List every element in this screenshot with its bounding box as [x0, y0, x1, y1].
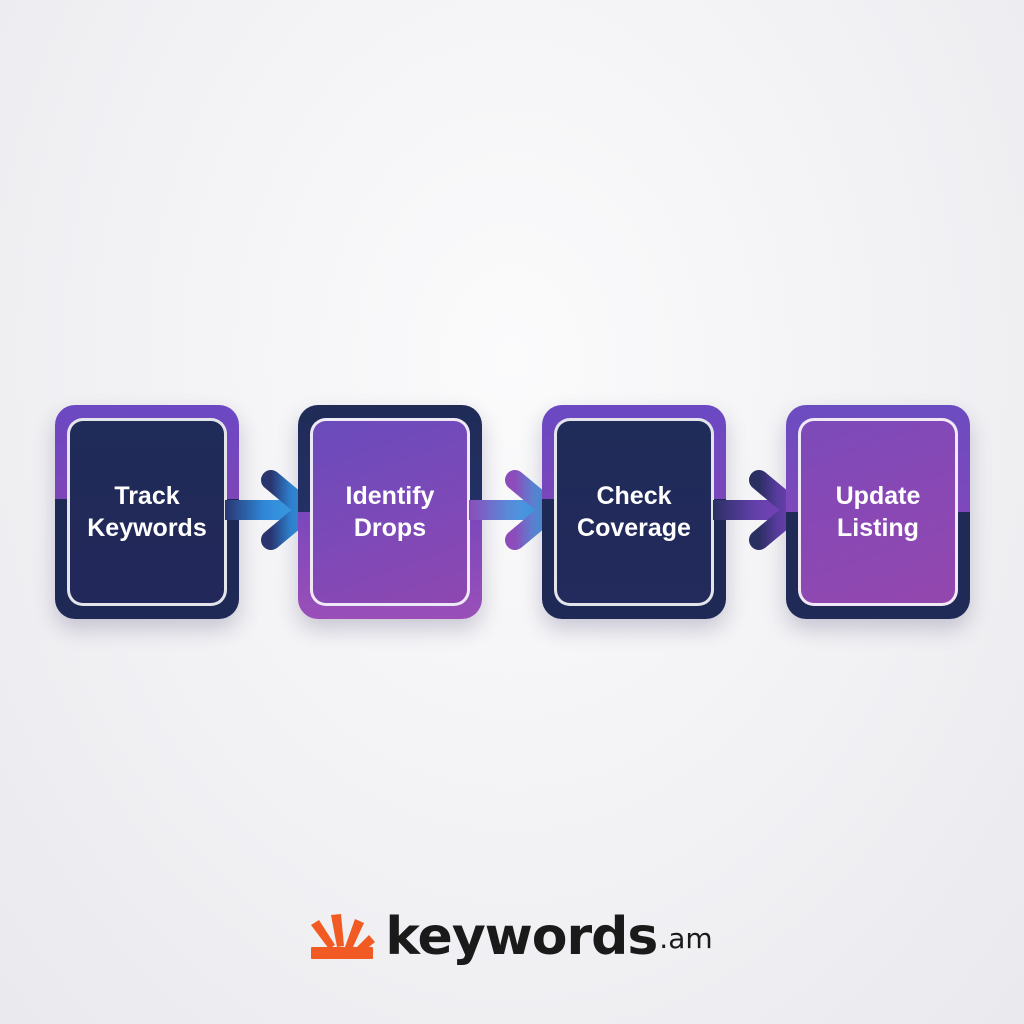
step-check-coverage: Check Coverage: [542, 405, 726, 619]
step-label: Check Coverage: [577, 480, 691, 544]
brand-logo: keywords .am: [0, 895, 1024, 967]
step-label-line-1: Update: [835, 482, 921, 510]
step-label: Identify Drops: [346, 480, 435, 544]
step-label-line-1: Identify: [345, 482, 435, 510]
step-label-line-2: Coverage: [577, 514, 691, 542]
brand-tld: .am: [659, 922, 713, 955]
step-card-inner: Check Coverage: [554, 418, 714, 606]
step-label: Track Keywords: [87, 480, 206, 544]
step-label-line-2: Listing: [837, 514, 919, 542]
brand-mark-icon: [311, 914, 376, 959]
step-label-line-2: Keywords: [87, 514, 207, 542]
step-identify-drops: Identify Drops: [298, 405, 482, 619]
step-card-inner: Track Keywords: [67, 418, 227, 606]
step-update-listing: Update Listing: [786, 405, 970, 619]
brand-name: keywords: [385, 907, 658, 967]
step-label-line-1: Track: [114, 482, 180, 510]
step-card-inner: Identify Drops: [310, 418, 470, 606]
step-label-line-2: Drops: [353, 514, 427, 542]
step-track-keywords: Track Keywords: [55, 405, 239, 619]
step-card-inner: Update Listing: [798, 418, 958, 606]
step-label-line-1: Check: [596, 482, 672, 510]
step-label: Update Listing: [836, 480, 921, 544]
